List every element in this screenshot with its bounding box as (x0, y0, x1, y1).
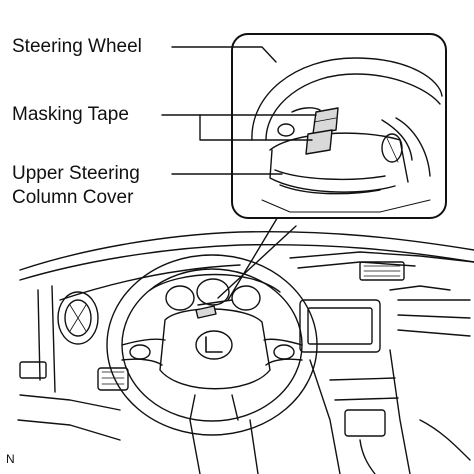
upper-steering-column-cover-label-line2: Column Cover (12, 187, 134, 209)
masking-tape-label: Masking Tape (12, 104, 129, 126)
dashboard-drawing (17, 231, 474, 474)
steering-wheel-leader (171, 46, 277, 63)
leader-lines (161, 46, 317, 175)
zoom-wedge-lines (217, 209, 297, 301)
figure-code: N (6, 452, 15, 466)
upper-steering-column-cover-label-line1: Upper Steering (12, 163, 140, 185)
steering-wheel-label: Steering Wheel (12, 36, 142, 58)
detail-inset (231, 33, 447, 219)
